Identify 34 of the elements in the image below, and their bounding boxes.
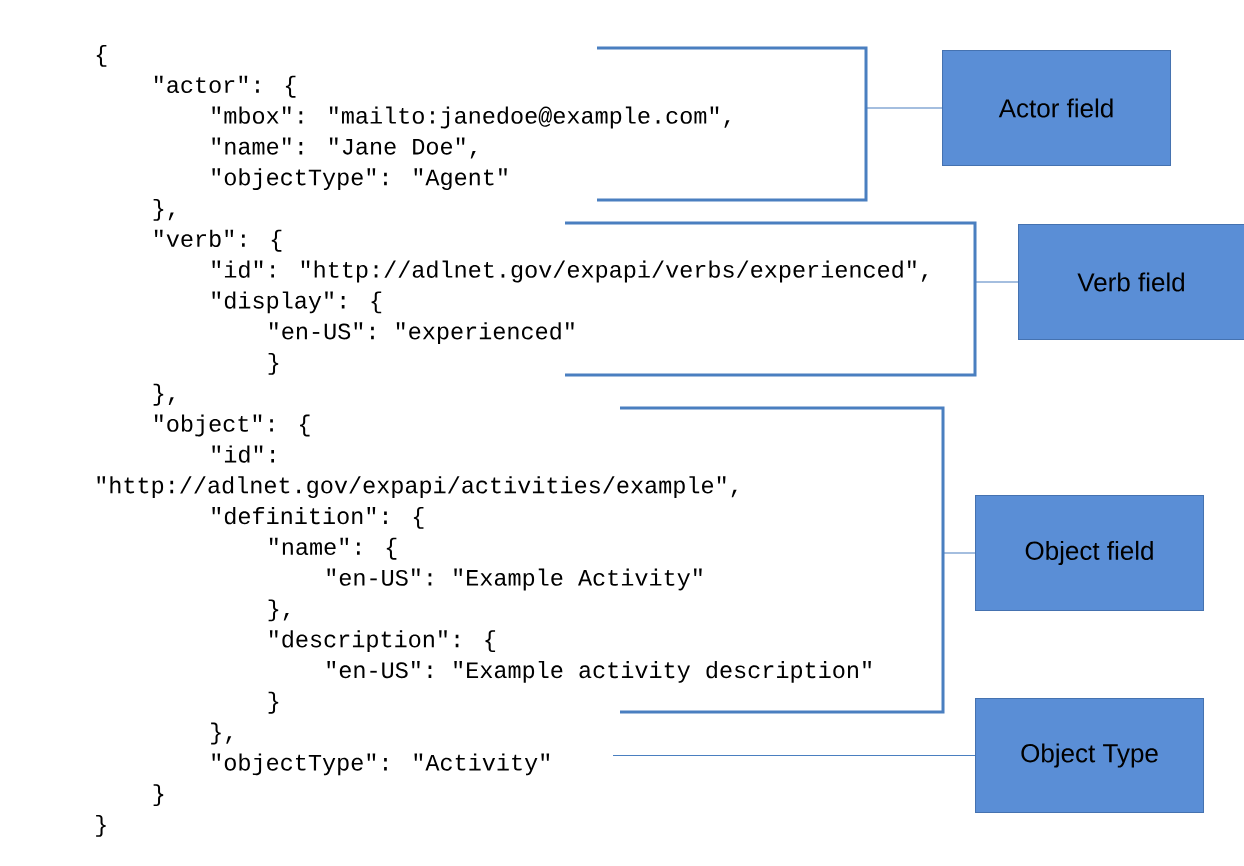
leader-line: [865, 107, 943, 109]
code-line: "en-US": "Example activity description": [327, 661, 871, 683]
code-line: }: [268, 691, 279, 714]
code-line: "verb": {: [154, 229, 282, 252]
code-line: "id": "http://adlnet.gov/expapi/verbs/experienced",: [212, 260, 927, 283]
code-line: "http://adlnet.gov/expapi/activities/example",: [97, 476, 737, 499]
code-line: "objectType": "Activity": [212, 753, 550, 776]
label-box: Object Type: [975, 698, 1204, 813]
leader-line: [942, 552, 976, 554]
code-line: "object": {: [154, 414, 310, 437]
code-line: "mbox": "mailto:janedoe@example.com",: [212, 106, 730, 129]
code-line: "en-US": "experienced": [269, 322, 574, 345]
code-line: {: [96, 45, 107, 67]
code-line: "description": {: [269, 630, 496, 653]
code-line: "name": {: [269, 537, 397, 560]
label-box: Verb field: [1018, 224, 1244, 340]
code-line: "objectType": "Agent": [212, 168, 507, 191]
code-line: "display": {: [212, 291, 382, 314]
code-line: }: [153, 784, 164, 807]
code-line: },: [268, 599, 289, 622]
code-line: "id":: [212, 445, 274, 463]
code-line: "name": "Jane Doe",: [212, 137, 476, 159]
code-line: },: [211, 722, 232, 745]
code-line: },: [153, 383, 174, 406]
label-box: Object field: [975, 495, 1204, 611]
leader-line: [974, 281, 1019, 283]
leader-line: [612, 755, 976, 756]
label-box: Actor field: [942, 50, 1171, 166]
code-line: "definition": {: [212, 507, 424, 529]
code-line: "actor": {: [154, 75, 296, 98]
code-line: }: [96, 815, 106, 837]
code-line: }: [268, 353, 279, 375]
code-line: },: [153, 199, 174, 221]
code-line: "en-US": "Example Activity": [327, 568, 702, 591]
